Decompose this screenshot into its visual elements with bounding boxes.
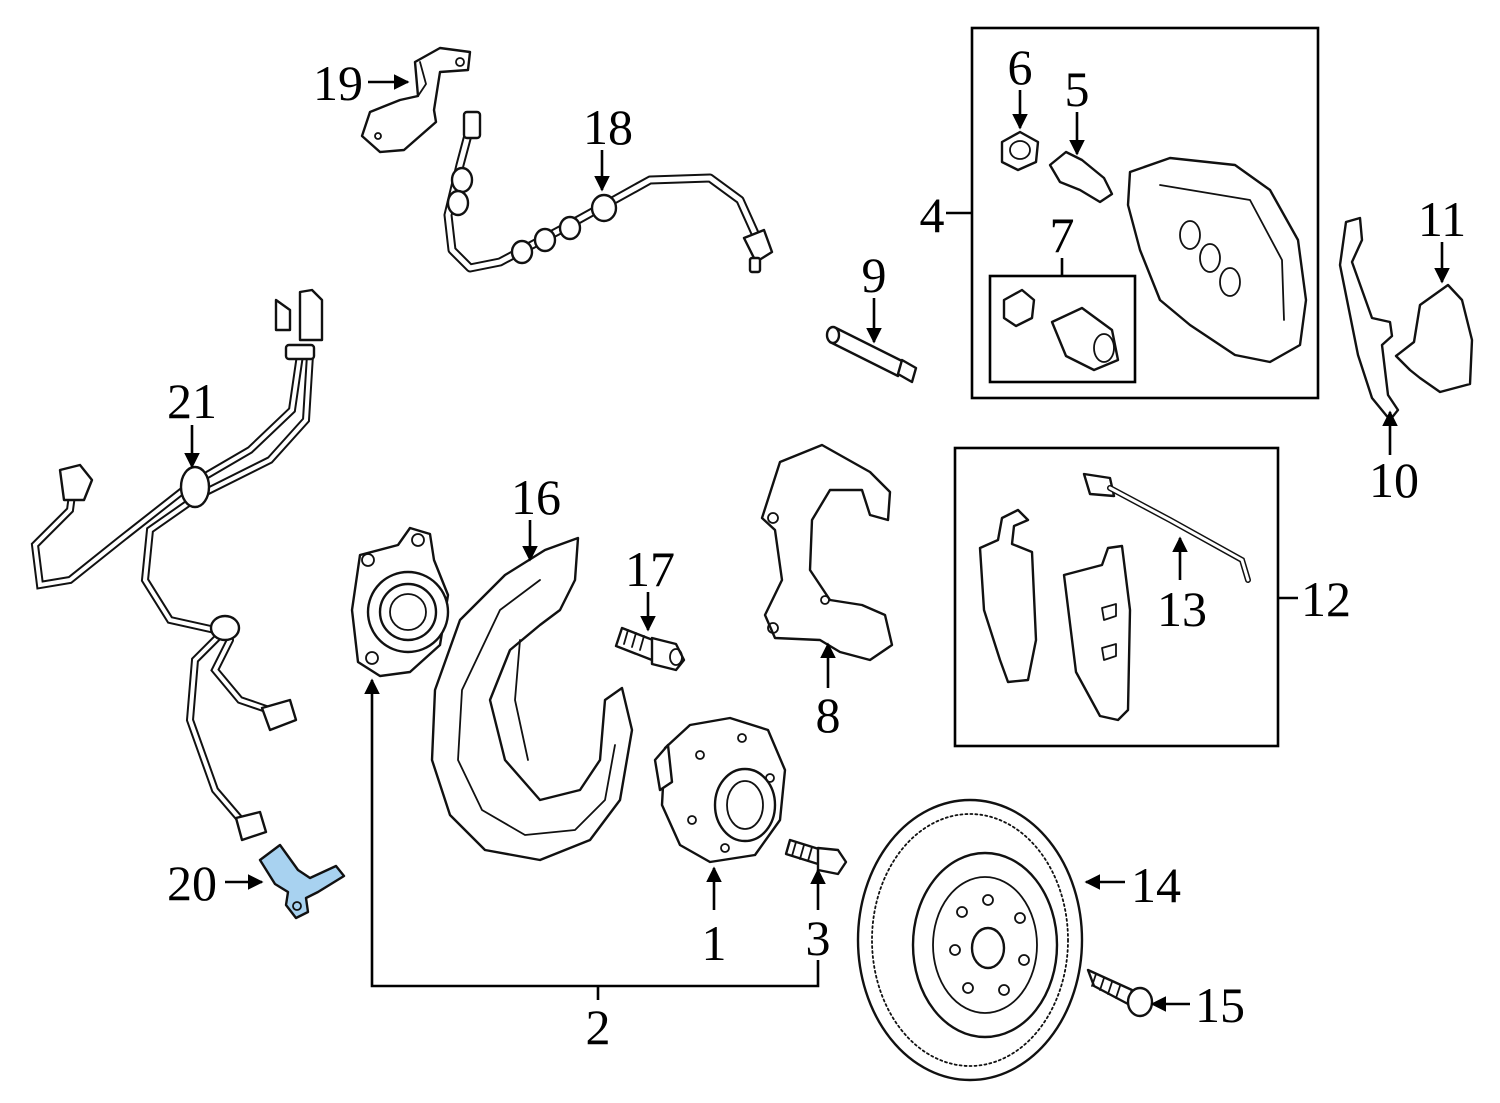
callout-4: 4 [920, 187, 945, 243]
part-16-splash-shield[interactable] [430, 536, 634, 862]
callout-1: 1 [702, 915, 727, 971]
pad-outer[interactable] [1062, 544, 1132, 722]
callout-14: 14 [1131, 857, 1181, 913]
part-7-piston-kit[interactable] [1002, 288, 1120, 372]
callout-2: 2 [586, 999, 611, 1055]
callout-16: 16 [511, 469, 561, 525]
part-5-bleeder[interactable] [1048, 150, 1114, 204]
part-13-wear-sensor[interactable] [1082, 472, 1251, 583]
part-8-caliper-bracket[interactable] [760, 443, 894, 662]
callout-20: 20 [167, 855, 217, 911]
callout-6: 6 [1008, 39, 1033, 95]
part-15-rotor-screw[interactable] [1086, 968, 1154, 1018]
callout-15: 15 [1195, 977, 1245, 1033]
callout-7: 7 [1050, 207, 1075, 263]
callout-19: 19 [313, 55, 363, 111]
leader-lines [184, 74, 1450, 1012]
part-18-brake-hose[interactable] [443, 110, 774, 274]
callout-10: 10 [1369, 452, 1419, 508]
callout-21: 21 [167, 373, 217, 429]
part-1-wheel-hub[interactable] [653, 716, 787, 864]
part-20-wheel-speed-sensor[interactable] [258, 843, 346, 920]
callout-17: 17 [625, 541, 675, 597]
callout-9: 9 [862, 247, 887, 303]
callout-8: 8 [816, 687, 841, 743]
callout-labels: 1 2 3 4 5 6 7 8 9 10 11 12 13 14 15 16 1… [167, 39, 1466, 1055]
part-21-sensor-harness[interactable] [30, 288, 324, 842]
callout-12: 12 [1301, 571, 1351, 627]
part-2-hub-bearing[interactable] [350, 526, 450, 678]
part-19-hose-bracket[interactable] [360, 46, 472, 154]
callout-5: 5 [1065, 61, 1090, 117]
callout-11: 11 [1418, 191, 1466, 247]
callout-13: 13 [1157, 581, 1207, 637]
part-17-bolt[interactable] [614, 626, 686, 672]
sensor-body [258, 843, 346, 920]
part-11-brake-pad[interactable] [1394, 283, 1474, 394]
part-6-cap[interactable] [1000, 130, 1040, 172]
part-14-brake-rotor[interactable] [856, 798, 1084, 1082]
callout-18: 18 [583, 99, 633, 155]
part-10-pad-spring[interactable] [1338, 216, 1400, 422]
part-9-guide-pin[interactable] [825, 325, 918, 384]
caliper-body[interactable] [1126, 156, 1308, 364]
callout-3: 3 [806, 910, 831, 966]
part-3-hub-bolt[interactable] [784, 838, 848, 876]
pad-inner[interactable] [978, 508, 1038, 684]
